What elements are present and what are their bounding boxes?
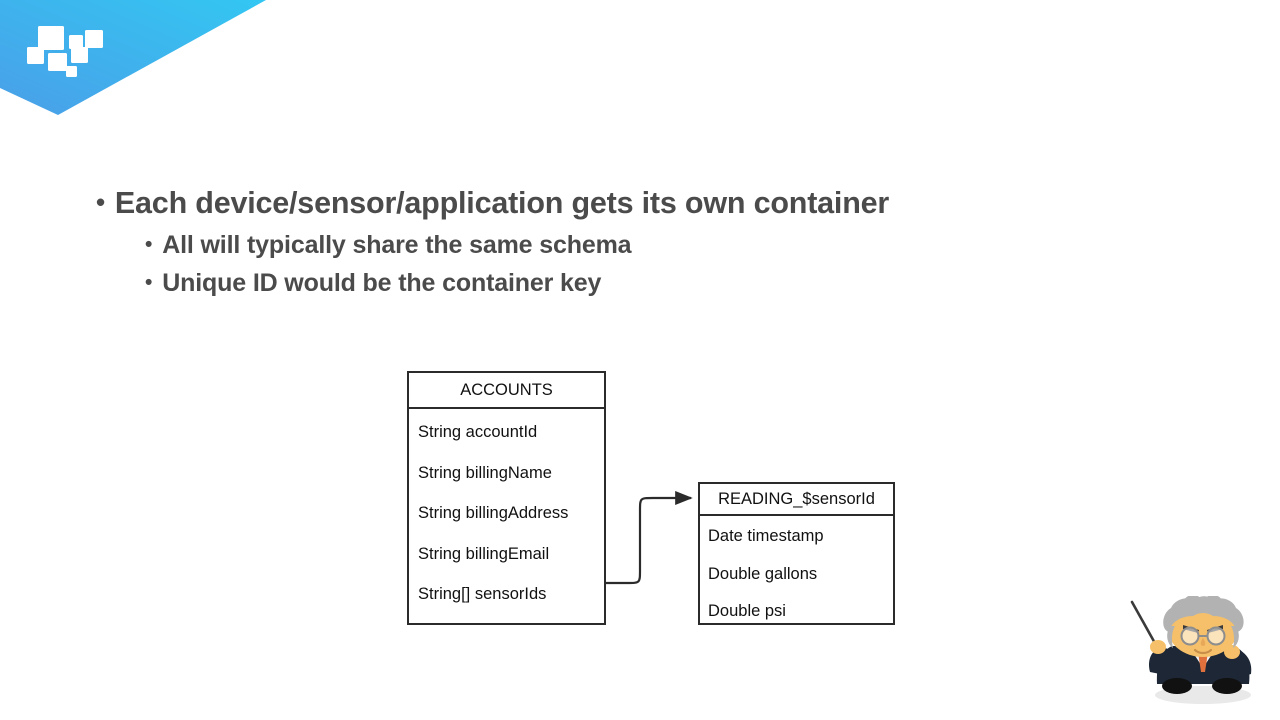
- bullet-marker-icon: •: [145, 271, 153, 294]
- slide-content: • Each device/sensor/application gets it…: [0, 186, 1280, 307]
- entity-field: String[] sensorIds: [418, 585, 547, 603]
- mascot-left-arm: [1149, 647, 1174, 675]
- mascot-hair-tuft: [1204, 596, 1222, 609]
- logo-square: [38, 26, 64, 50]
- bullet-marker-icon: •: [96, 187, 105, 217]
- mascot-sideburn-right: [1231, 626, 1239, 648]
- bullet-item-level2: • All will typically share the same sche…: [0, 231, 1280, 260]
- professor-character-icon: [1130, 596, 1252, 704]
- bullet-item-level2: • Unique ID would be the container key: [0, 269, 1280, 298]
- entity-title: READING_$sensorId: [700, 484, 893, 516]
- mascot-tie: [1198, 646, 1208, 672]
- entity-reading: READING_$sensorId Date timestamp Double …: [698, 482, 895, 625]
- mascot-mouth: [1193, 648, 1213, 655]
- logo-square: [85, 30, 103, 48]
- bullet-text: Each device/sensor/application gets its …: [114, 186, 890, 220]
- mascot-shoe-right: [1212, 678, 1242, 694]
- entity-field: String billingEmail: [418, 544, 550, 563]
- mascot-brow-right: [1207, 625, 1223, 633]
- logo-square: [69, 35, 83, 49]
- logo-square: [71, 47, 88, 63]
- logo-square: [66, 66, 77, 77]
- mascot-glasses-lens: [1206, 626, 1226, 646]
- relationship-arrow: [606, 490, 693, 585]
- mascot-left-hand: [1150, 640, 1166, 654]
- entity-field: String billingName: [418, 463, 552, 482]
- mascot-hair-tuft: [1184, 596, 1202, 609]
- mascot-suit: [1156, 646, 1250, 684]
- entity-field: Double psi: [708, 602, 786, 620]
- logo-square: [48, 53, 67, 71]
- mascot-hair: [1163, 596, 1244, 632]
- mascot-brow-left: [1183, 625, 1199, 633]
- entity-accounts: ACCOUNTS String accountId String billing…: [407, 371, 606, 625]
- mascot-shirt: [1188, 643, 1218, 668]
- mascot-head: [1168, 601, 1238, 657]
- mascot-shadow: [1155, 686, 1251, 704]
- mascot-right-arm: [1227, 647, 1252, 678]
- bullet-item-level1: • Each device/sensor/application gets it…: [0, 186, 1280, 221]
- entity-field: Double gallons: [708, 564, 818, 583]
- bullet-text: Unique ID would be the container key: [162, 269, 602, 297]
- entity-field-list: Date timestamp Double gallons Double psi: [700, 516, 893, 621]
- bullet-text: All will typically share the same schema: [162, 231, 632, 259]
- entity-field: String billingAddress: [418, 504, 569, 522]
- bullet-marker-icon: •: [145, 233, 153, 256]
- pointer-stick-icon: [1130, 600, 1158, 647]
- mascot-right-hand: [1224, 645, 1240, 659]
- mascot-shoe-left: [1162, 678, 1192, 694]
- mascot-nose: [1200, 638, 1206, 646]
- mascot-sideburn-left: [1167, 626, 1175, 648]
- entity-field: Date timestamp: [708, 527, 824, 545]
- entity-title: ACCOUNTS: [409, 373, 604, 409]
- brand-logo-icon: [25, 17, 105, 87]
- mascot-tie-knot: [1197, 642, 1209, 652]
- mascot-glasses-lens: [1180, 626, 1200, 646]
- logo-square: [27, 47, 44, 64]
- entity-field: String accountId: [418, 423, 538, 441]
- entity-field-list: String accountId String billingName Stri…: [409, 409, 604, 604]
